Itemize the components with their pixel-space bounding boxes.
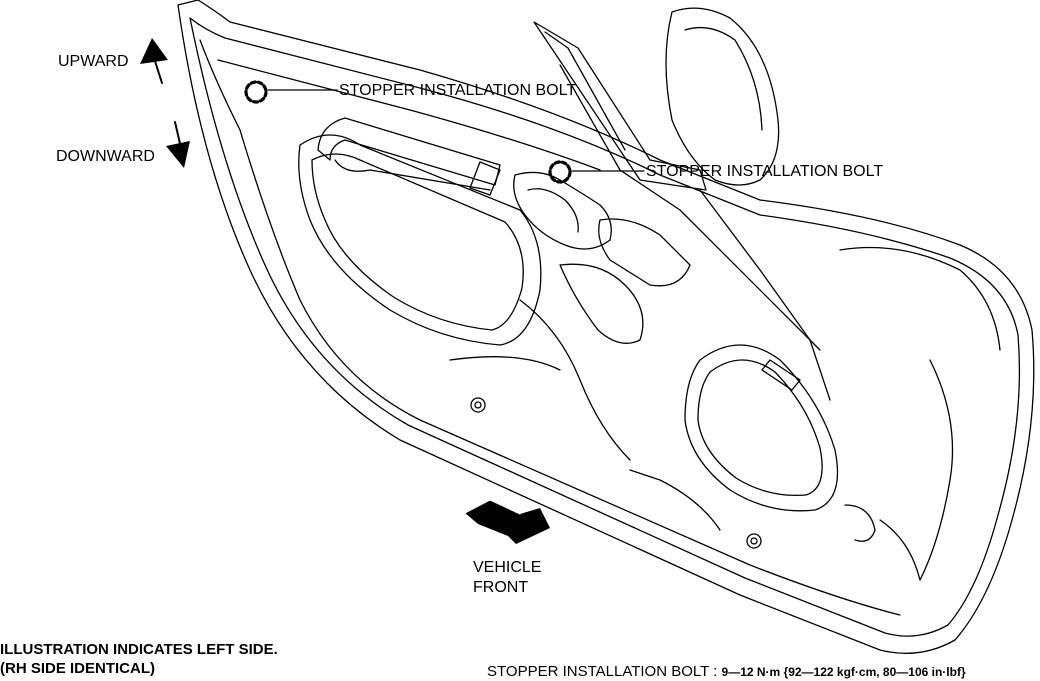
torque-spec: STOPPER INSTALLATION BOLT : 9—12 N·m {92…: [487, 662, 966, 681]
side-note-line1: ILLUSTRATION INDICATES LEFT SIDE.: [0, 641, 278, 658]
trim-clips: [470, 397, 762, 549]
trim-clip: [470, 397, 486, 413]
upward-arrow: [140, 38, 168, 84]
panel-contours: [449, 246, 1001, 581]
downward-label: DOWNWARD: [56, 148, 155, 165]
trim-clip: [746, 533, 762, 549]
door-check-assembly: [317, 117, 644, 344]
window-frame: [533, 21, 831, 401]
door-panel-outline: [177, 0, 1035, 654]
service-holes: [298, 134, 839, 512]
trim-clip: [750, 537, 758, 545]
side-note: ILLUSTRATION INDICATES LEFT SIDE. (RH SI…: [0, 640, 278, 678]
headrest: [665, 7, 780, 186]
upward-label: UPWARD: [58, 53, 129, 70]
bolt-label-upper: STOPPER INSTALLATION BOLT: [339, 82, 577, 99]
downward-arrow: [166, 121, 190, 168]
bolt-label-lower: STOPPER INSTALLATION BOLT: [646, 163, 884, 180]
vehicle-front-label: VEHICLE FRONT: [473, 558, 541, 598]
vehicle-front-line2: FRONT: [473, 579, 529, 596]
vehicle-front-line1: VEHICLE: [473, 559, 542, 576]
bolt-marker-upper: [244, 80, 338, 104]
vehicle-front-arrow: [464, 499, 550, 544]
torque-label: STOPPER INSTALLATION BOLT :: [487, 663, 722, 680]
side-note-line2: (RH SIDE IDENTICAL): [0, 660, 155, 677]
torque-value: 9—12 N·m {92—122 kgf·cm, 80—106 in·lbf}: [721, 665, 966, 679]
trim-clip: [474, 401, 482, 409]
bolt-marker-lower: [548, 160, 645, 184]
